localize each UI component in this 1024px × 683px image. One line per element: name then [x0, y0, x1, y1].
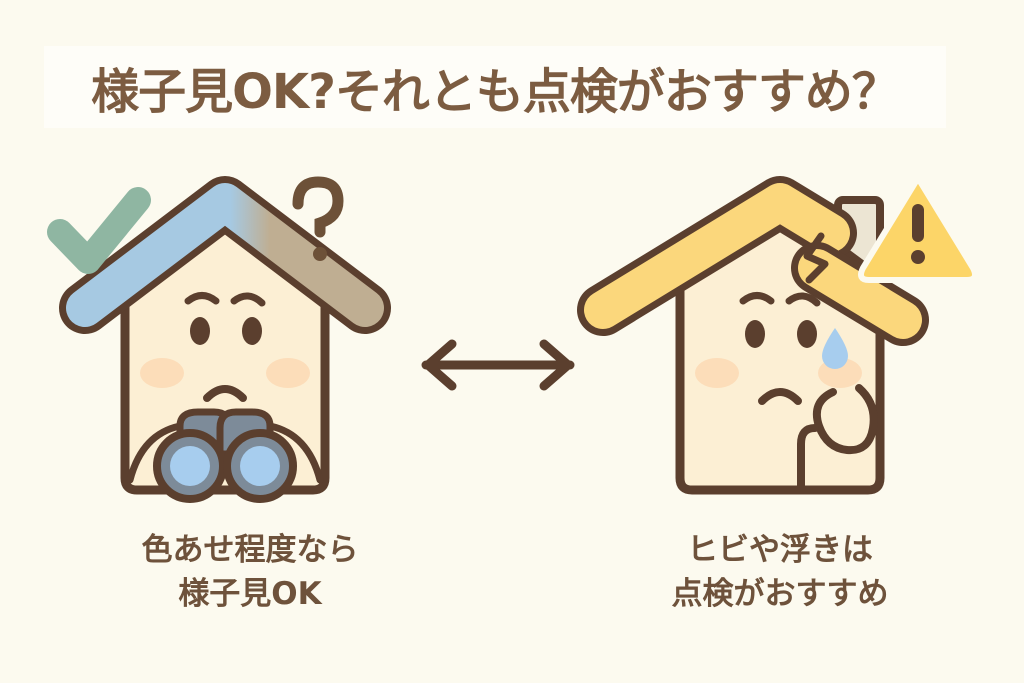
- mouth: [758, 388, 802, 405]
- blush-right: [266, 358, 310, 388]
- eyebrow-left: [184, 292, 220, 305]
- check-icon: [47, 187, 151, 274]
- eye-left: [745, 320, 765, 348]
- eyebrow-right: [785, 292, 821, 307]
- title-band: [44, 46, 946, 128]
- binocular-lens-left: [170, 446, 210, 486]
- blush-left: [695, 358, 739, 388]
- house-roof-left: [59, 176, 391, 334]
- house-illustration-left: [30, 160, 420, 510]
- question-mark-icon: [292, 176, 344, 261]
- sweat-drop-icon: [822, 328, 848, 369]
- eye-right: [797, 320, 817, 348]
- binocular-lens-right: [240, 446, 280, 486]
- binoculars-icon: [153, 408, 297, 503]
- hand-on-chin: [797, 384, 878, 490]
- mouth: [203, 385, 247, 402]
- caption-left: 色あせ程度なら 様子見OK: [141, 532, 359, 613]
- caption-right: ヒビや浮きは 点検がおすすめ: [671, 532, 889, 613]
- house-illustration-right: [577, 160, 978, 510]
- house-body-left: [120, 199, 330, 495]
- house-roof-right: [577, 176, 929, 346]
- warning-triangle-icon: [858, 175, 978, 283]
- roof-crack: [803, 232, 829, 284]
- double-arrow-icon: [408, 330, 588, 400]
- eyebrow-right: [230, 292, 266, 307]
- page-title: 様子見OK?それとも点検がおすすめ？: [91, 64, 900, 120]
- eye-right: [242, 317, 262, 345]
- arms: [126, 422, 324, 484]
- blush-left: [140, 358, 184, 388]
- eyebrow-left: [739, 292, 775, 305]
- eye-left: [190, 317, 210, 345]
